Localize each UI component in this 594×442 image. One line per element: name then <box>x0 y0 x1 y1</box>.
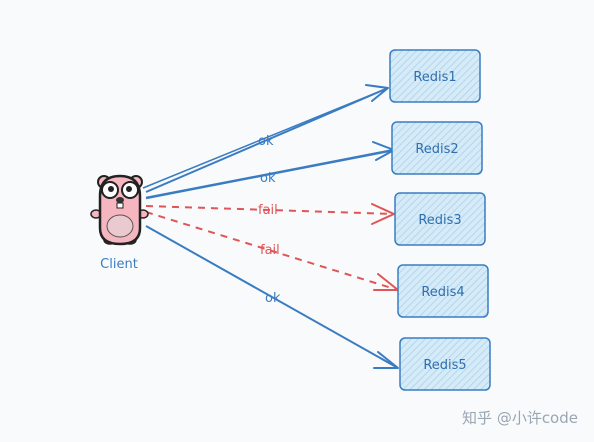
edge-label-redis2: ok <box>260 171 276 186</box>
node-label-redis5: Redis5 <box>423 358 466 373</box>
node-redis1: Redis1 <box>389 49 481 103</box>
node-redis2: Redis2 <box>391 121 483 175</box>
node-redis4: Redis4 <box>397 264 489 318</box>
edge-redis5: ok <box>145 225 399 369</box>
edge-redis2: ok <box>145 141 395 200</box>
watermark: 知乎 @小许code <box>462 409 578 427</box>
client-label: Client <box>100 257 138 272</box>
edge-label-redis3: fail <box>258 203 278 218</box>
edge-redis3: fail <box>145 203 395 225</box>
node-label-redis4: Redis4 <box>421 285 464 300</box>
node-redis5: Redis5 <box>399 337 491 391</box>
gopher-client-icon <box>90 174 149 246</box>
edge-redis4: fail <box>145 211 399 291</box>
edge-redis1: ok <box>142 84 389 193</box>
node-label-redis3: Redis3 <box>418 213 461 228</box>
node-label-redis1: Redis1 <box>413 70 456 85</box>
edge-label-redis5: ok <box>265 291 281 306</box>
edge-label-redis4: fail <box>260 243 280 258</box>
edge-label-redis1: ok <box>258 134 274 149</box>
node-label-redis2: Redis2 <box>415 142 458 157</box>
node-redis3: Redis3 <box>394 192 486 246</box>
